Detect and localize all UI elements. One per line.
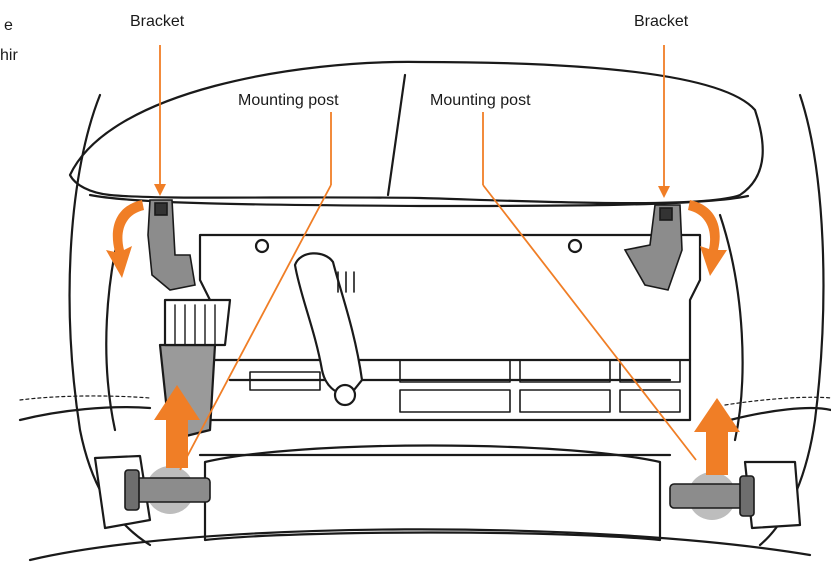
label-bracket-right: Bracket bbox=[634, 13, 689, 30]
callout-arrowhead bbox=[154, 184, 166, 196]
seat-cushion-left bbox=[18, 406, 152, 422]
seat-bottom-curve bbox=[28, 528, 812, 562]
hole-left bbox=[254, 238, 270, 254]
central-latch bbox=[293, 252, 364, 397]
inner-housing bbox=[198, 233, 702, 422]
seat-dashed-left bbox=[19, 395, 151, 401]
cropped-text-2: hir bbox=[0, 47, 18, 64]
callout-line-mounting-post-left-b bbox=[179, 184, 332, 471]
crossbar bbox=[203, 444, 662, 542]
upper-shell-outline bbox=[68, 60, 764, 205]
label-mounting-post-right: Mounting post bbox=[430, 92, 531, 109]
up-arrow-icon bbox=[694, 398, 740, 475]
right-side-panel-inner bbox=[718, 213, 744, 442]
cropped-text-1: e bbox=[4, 17, 13, 34]
mounting-post-right-part bbox=[669, 472, 755, 520]
bracket-right-part bbox=[623, 204, 683, 291]
callout-arrowhead bbox=[658, 186, 670, 198]
mounting-post-left-part bbox=[124, 466, 211, 514]
shell-crease bbox=[386, 73, 407, 197]
label-mounting-post-left: Mounting post bbox=[238, 92, 339, 109]
wires bbox=[174, 304, 216, 346]
curved-rotate-arrow-icon bbox=[688, 200, 727, 276]
label-bracket-left: Bracket bbox=[130, 13, 185, 30]
bracket-left-part bbox=[147, 199, 196, 291]
wiring-upper bbox=[163, 298, 232, 347]
latch-slots bbox=[337, 271, 355, 293]
up-arrow-icon bbox=[154, 385, 200, 468]
latch-knob bbox=[333, 383, 357, 407]
hole-right bbox=[567, 238, 583, 254]
vent-slots bbox=[249, 359, 681, 413]
seat-cushion-right bbox=[728, 406, 831, 422]
callout-line-mounting-post-right-b bbox=[482, 184, 697, 461]
curved-rotate-arrow-icon bbox=[106, 200, 144, 278]
seat-dashed-right bbox=[724, 396, 831, 406]
